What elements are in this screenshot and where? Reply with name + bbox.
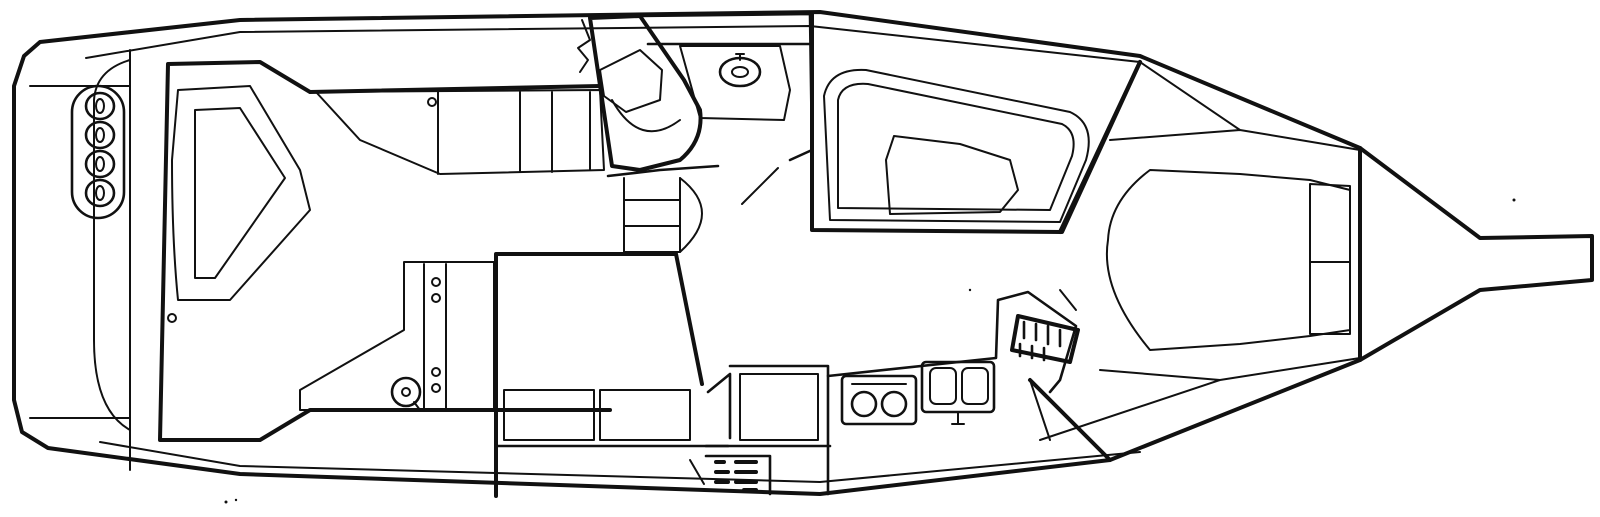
drink-holder-icon	[431, 383, 441, 393]
drink-holder-icon	[431, 367, 441, 377]
galley-wall	[704, 364, 830, 496]
bench-starboard	[315, 89, 605, 175]
v-berth-pillow	[1309, 183, 1351, 335]
noise-dot	[1512, 198, 1516, 202]
mid-cabin-berth	[503, 389, 691, 441]
bench-divider	[437, 91, 591, 175]
hatch-mark	[1059, 289, 1077, 311]
drink-holder-icon	[167, 313, 177, 323]
noise-dot	[968, 288, 972, 292]
head-sink-icon	[718, 53, 762, 88]
cockpit-seat-inner	[194, 107, 286, 279]
drink-holder-icon	[431, 277, 441, 287]
drink-holder-icon	[427, 97, 437, 107]
hull-outline	[12, 10, 1594, 496]
vent-icon	[84, 149, 116, 179]
forward-cabin	[1028, 60, 1362, 462]
stove-icon	[840, 374, 918, 426]
hull-inner-line	[85, 25, 1141, 483]
fridge-icon	[1010, 314, 1080, 364]
dinette-table	[885, 135, 1019, 215]
locker-slots	[714, 460, 758, 492]
v-berth-cushion	[1039, 61, 1361, 441]
mid-cabin	[494, 252, 832, 498]
galley-sink-icon	[920, 360, 996, 425]
cockpit-seat-aft	[171, 85, 311, 301]
helm-chair-arc	[611, 99, 681, 133]
mid-cabin-wall	[494, 252, 704, 498]
dinette-seat-inner	[837, 82, 1075, 211]
noise-dot	[224, 500, 228, 504]
door-swing	[741, 167, 779, 205]
vent-icon	[84, 178, 116, 208]
transom-curve	[93, 59, 131, 431]
bench-divider	[423, 263, 447, 411]
noise-dot	[234, 498, 238, 502]
galley-counter	[826, 290, 1078, 394]
forward-cabin-wall	[1028, 60, 1142, 462]
vent-icon	[84, 120, 116, 150]
step-line	[623, 199, 681, 227]
galley-cabinet	[739, 373, 819, 441]
head-counter	[679, 45, 791, 121]
vent-icon	[84, 91, 116, 121]
locker-handle	[689, 459, 705, 485]
galley	[704, 290, 1080, 496]
cockpit	[158, 60, 612, 442]
locker-outline	[704, 454, 772, 496]
cockpit-sink-icon	[390, 376, 422, 411]
drink-holder-icon	[431, 293, 441, 303]
vent-panel	[70, 84, 126, 220]
hull	[12, 10, 1594, 496]
dinette-seat	[823, 68, 1090, 223]
helm-chair	[599, 49, 663, 113]
helm-breakline	[577, 19, 591, 73]
storage-locker	[689, 454, 772, 496]
companionway-door	[606, 164, 720, 178]
v-berth-mattress	[1105, 169, 1351, 351]
companionway-arc	[679, 177, 703, 253]
stern-vents	[70, 84, 126, 220]
galley-divider	[1029, 379, 1051, 441]
swim-platform-line	[29, 49, 131, 471]
